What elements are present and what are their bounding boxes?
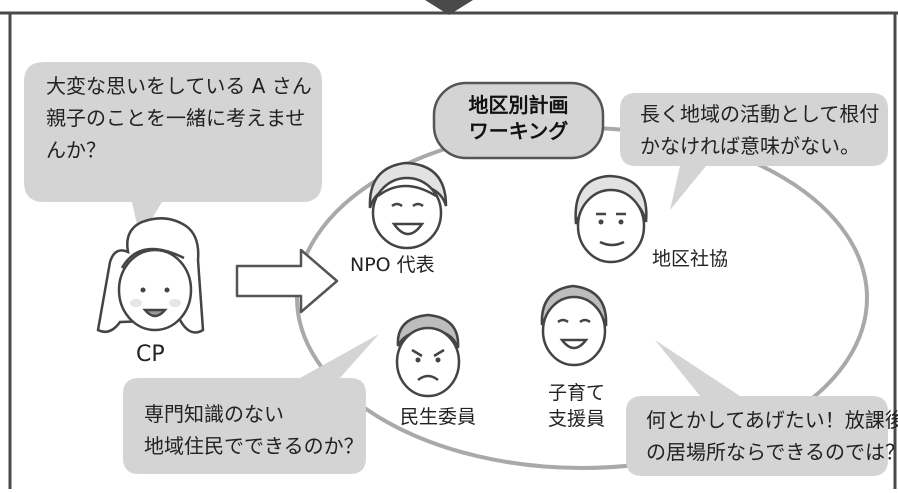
- minsei-bubble-text: 専門知識のない 地域住民でできるのか？: [144, 398, 364, 462]
- cp-speech-bubble: [24, 62, 322, 238]
- title-line-1: 地区別計画: [468, 93, 569, 117]
- kosodate-speech-bubble: [626, 340, 888, 476]
- cp-bubble-line-1: 大変な思いをしている A さん: [46, 74, 312, 98]
- cp-person-icon: [96, 217, 205, 334]
- shakyo-bubble-line-1: 長く地域の活動として根付: [640, 102, 880, 126]
- minsei-bubble-line-2: 地域住民でできるのか？: [144, 434, 364, 458]
- shakyo-bubble-line-2: かなければ意味がない。: [640, 134, 860, 158]
- kosodate-label-line-1: 子育て: [548, 382, 606, 404]
- cp-bubble-line-2: 親子のことを一緒に考えませ: [46, 106, 306, 130]
- title-pill-text: 地区別計画 ワーキング: [434, 92, 603, 144]
- kosodate-person-icon: [540, 284, 608, 367]
- minsei-bubble-line-1: 専門知識のない: [144, 402, 284, 426]
- minsei-speech-bubble: [123, 334, 379, 474]
- npo-label: NPO 代表: [350, 254, 435, 276]
- right-arrow-icon: [235, 248, 339, 314]
- cp-bubble-line-3: んか？: [46, 138, 106, 162]
- kosodate-label-line-2: 支援員: [548, 408, 606, 430]
- kosodate-bubble-line-1: 何とかしてあげたい！放課後: [646, 408, 898, 432]
- cp-bubble-text: 大変な思いをしている A さん 親子のことを一緒に考えませ んか？: [46, 70, 312, 166]
- kosodate-label: 子育て 支援員: [548, 380, 605, 432]
- cp-label: CP: [136, 342, 165, 367]
- title-pill: [432, 81, 605, 160]
- shakyo-bubble-text: 長く地域の活動として根付 かなければ意味がない。: [640, 98, 879, 162]
- down-arrow-icon: [425, 0, 473, 15]
- kosodate-bubble-text: 何とかしてあげたい！放課後 の居場所ならできるのでは？: [646, 404, 898, 468]
- title-line-2: ワーキング: [468, 119, 569, 143]
- shakyo-speech-bubble: [620, 93, 888, 210]
- minsei-person-icon: [395, 313, 461, 398]
- shakyo-person-icon: [574, 174, 648, 264]
- shakyo-label: 地区社協: [652, 248, 729, 270]
- kosodate-bubble-line-2: の居場所ならできるのでは？: [646, 440, 898, 464]
- minsei-label: 民生委員: [400, 406, 477, 428]
- npo-person-icon: [368, 161, 448, 250]
